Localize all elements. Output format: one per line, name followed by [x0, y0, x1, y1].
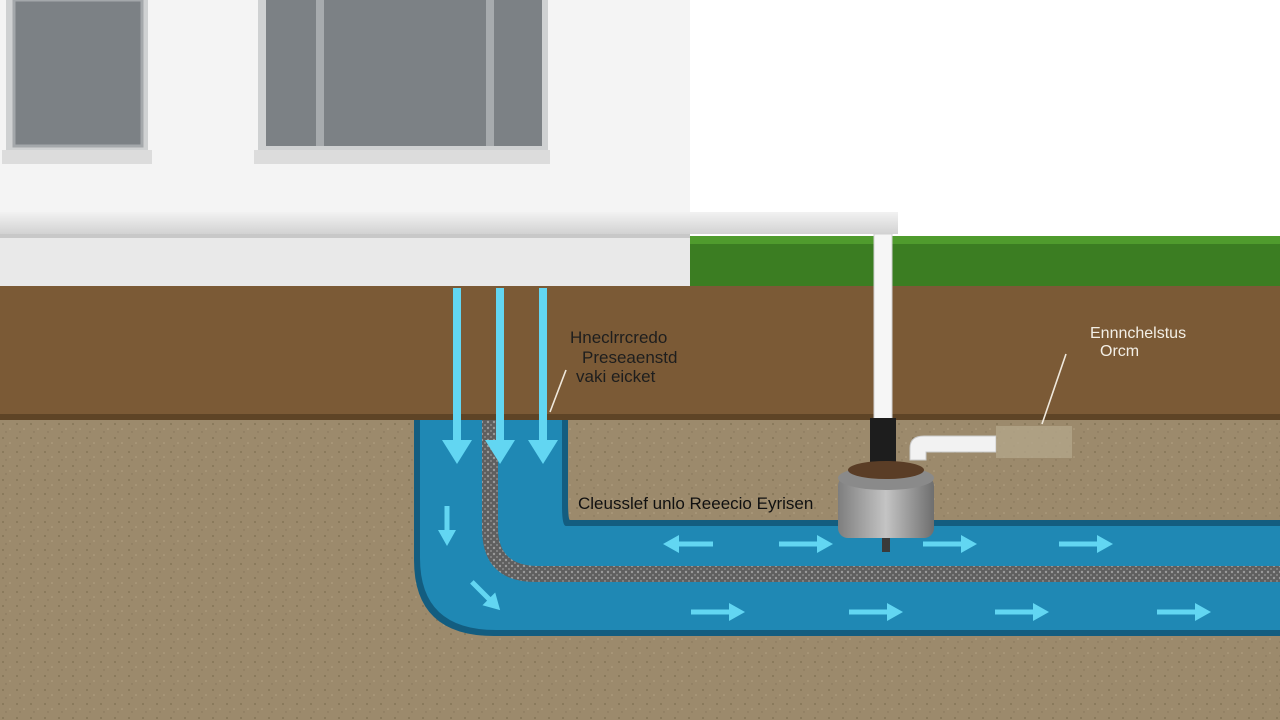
downspout-label-line-1: Hneclrrcredo [570, 328, 668, 347]
downspout-label-line-3: vaki eicket [576, 367, 656, 387]
arrow-down-icon [442, 288, 472, 464]
discharge-area [996, 426, 1072, 458]
arrow-down-icon [485, 288, 515, 464]
arrow-down-icon [528, 288, 558, 464]
arrow-right-icon [923, 535, 977, 553]
arrow-right-icon [1157, 603, 1211, 621]
pipe-label: Cleusslef unlo Reeecio Eyrisen [578, 494, 814, 513]
flow-arrows [438, 288, 1211, 621]
roof-ledge [0, 212, 898, 234]
sump-pump-icon [838, 435, 997, 552]
leader-line-left [549, 369, 567, 413]
downspout-label: Hneclrrcredo Preseaenstd vaki eicket [570, 328, 677, 387]
downspout [870, 233, 896, 470]
arrow-left-icon [663, 535, 713, 553]
outlet-label: Ennnchelstus Orcm [1090, 325, 1186, 362]
arrow-right-icon [1059, 535, 1113, 553]
downspout-label-line-2: Preseaenstd [582, 347, 678, 367]
arrow-right-icon [995, 603, 1049, 621]
arrow-right-icon [849, 603, 903, 621]
topsoil [0, 286, 1280, 420]
arrow-right-icon [779, 535, 833, 553]
window-right [254, 0, 550, 164]
grass [690, 236, 1280, 286]
leader-line-right [1041, 353, 1067, 425]
arrow-down-icon [438, 506, 456, 546]
arrow-right-icon [691, 603, 745, 621]
arrow-down-icon [470, 580, 501, 611]
outlet-label-line-1: Ennnchelstus [1090, 325, 1187, 342]
window-left [2, 0, 152, 164]
outlet-label-line-2: Orcm [1100, 343, 1140, 361]
